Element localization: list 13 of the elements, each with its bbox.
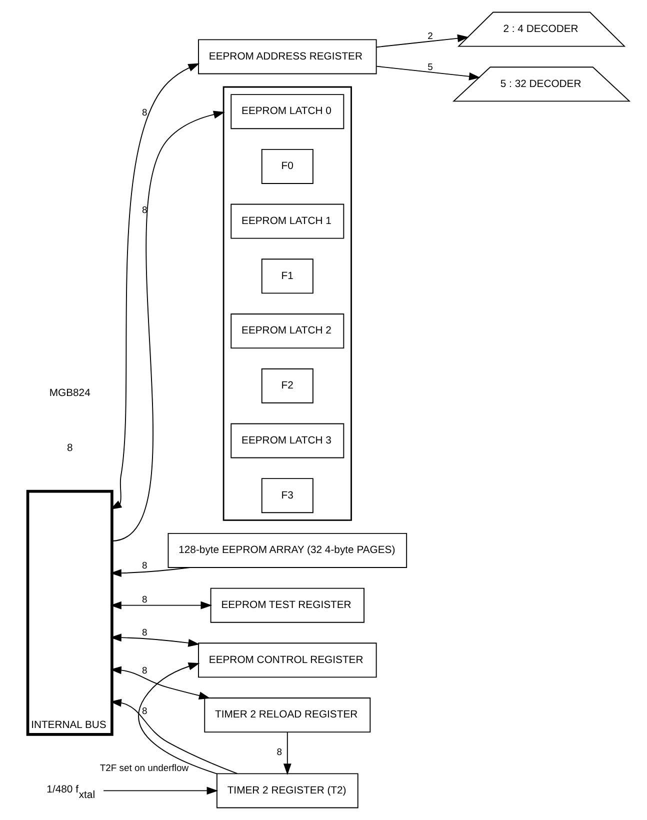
edge-label: T2F set on underflow: [99, 762, 188, 774]
edge-label: 8: [276, 747, 282, 758]
edge-label: 5: [427, 62, 432, 73]
label: 8: [66, 442, 72, 454]
edge-label: 8: [141, 594, 147, 606]
edge-label: 2: [427, 30, 432, 42]
edge-label: 8: [141, 560, 147, 572]
label: MGB824: [48, 388, 90, 400]
edge-label: 8: [141, 706, 147, 718]
edge-label: 8: [141, 665, 147, 676]
edge-label: 8: [141, 204, 147, 216]
edge-label: 8: [141, 628, 147, 639]
edge-label: 8: [141, 107, 147, 118]
